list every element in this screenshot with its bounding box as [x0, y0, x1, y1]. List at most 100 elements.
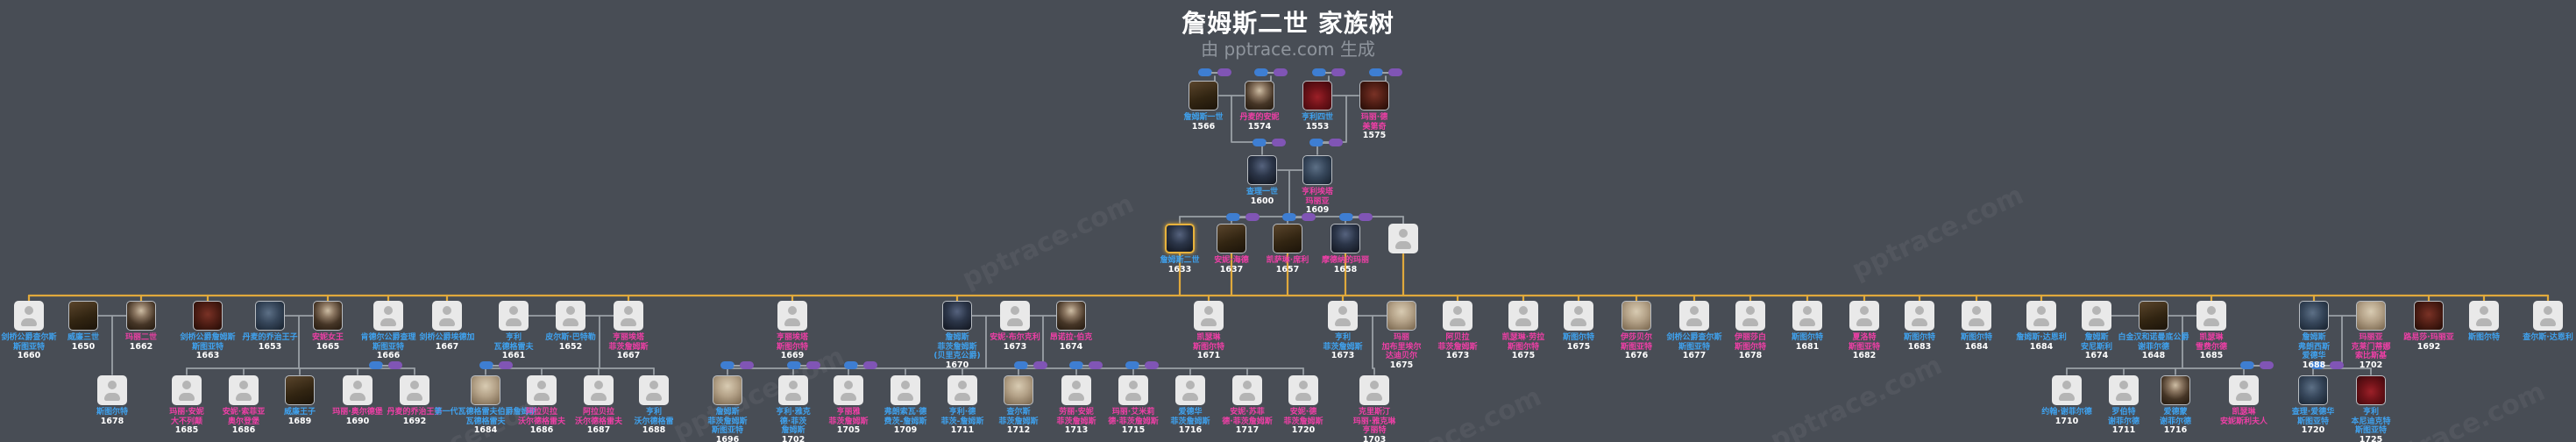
person-portrait-node[interactable]: [1331, 224, 1360, 253]
person-portrait-node[interactable]: [2298, 375, 2328, 405]
person-placeholder-node[interactable]: [2026, 301, 2056, 331]
person-portrait-node[interactable]: [1302, 155, 1332, 185]
person-placeholder-node[interactable]: [527, 375, 557, 405]
person-placeholder-node[interactable]: [1000, 301, 1030, 331]
person-placeholder-node[interactable]: [2052, 375, 2082, 405]
person-portrait-node[interactable]: [126, 301, 156, 331]
person-placeholder-node[interactable]: [432, 301, 462, 331]
person-portrait-node[interactable]: [713, 375, 742, 405]
person-placeholder-node[interactable]: [584, 375, 614, 405]
person-portrait-node[interactable]: [1302, 81, 1332, 110]
person-placeholder-node[interactable]: [1328, 301, 1358, 331]
person-portrait-node[interactable]: [1004, 375, 1033, 405]
person-placeholder-node[interactable]: [2196, 301, 2226, 331]
person-silhouette-icon: [1370, 381, 1379, 389]
person-placeholder-node[interactable]: [778, 375, 808, 405]
person-portrait-node[interactable]: [2356, 375, 2386, 405]
person-placeholder-node[interactable]: [834, 375, 863, 405]
person-placeholder-node[interactable]: [2533, 301, 2563, 331]
husband-chip-icon: [2240, 361, 2254, 369]
person-placeholder-node[interactable]: [1194, 301, 1224, 331]
person-placeholder-node[interactable]: [1508, 301, 1538, 331]
person-silhouette-icon: [844, 381, 853, 389]
person-placeholder-node[interactable]: [1388, 224, 1418, 253]
person-portrait-node[interactable]: [1189, 81, 1218, 110]
person-placeholder-node[interactable]: [556, 301, 585, 331]
person-silhouette-icon: [594, 381, 603, 389]
person-portrait-node[interactable]: [1273, 224, 1302, 253]
husband-chip-icon: [1198, 68, 1212, 76]
person-portrait-node[interactable]: [1622, 301, 1651, 331]
person-silhouette-icon: [1571, 318, 1586, 326]
person-placeholder-node[interactable]: [614, 301, 643, 331]
root-person-node[interactable]: [1165, 224, 1195, 253]
person-placeholder-node[interactable]: [1564, 301, 1593, 331]
person-portrait-node[interactable]: [285, 375, 315, 405]
person-placeholder-node[interactable]: [1288, 375, 1318, 405]
husband-chip-icon: [2310, 361, 2324, 369]
person-portrait-node[interactable]: [1387, 301, 1416, 331]
person-placeholder-node[interactable]: [343, 375, 373, 405]
person-placeholder-node[interactable]: [947, 375, 977, 405]
marriage-link-chips: [1069, 361, 1103, 369]
person-placeholder-node[interactable]: [1735, 301, 1765, 331]
person-placeholder-node[interactable]: [1118, 375, 1148, 405]
person-placeholder-node[interactable]: [14, 301, 44, 331]
wife-chip-icon: [1272, 139, 1286, 146]
person-placeholder-node[interactable]: [229, 375, 259, 405]
person-portrait-node[interactable]: [1056, 301, 1086, 331]
person-placeholder-node[interactable]: [373, 301, 403, 331]
person-silhouette-icon: [2037, 306, 2046, 315]
person-portrait-node[interactable]: [2356, 301, 2386, 331]
person-placeholder-node[interactable]: [1849, 301, 1879, 331]
person-placeholder-node[interactable]: [1061, 375, 1091, 405]
person-portrait-node[interactable]: [193, 301, 223, 331]
person-portrait-node[interactable]: [68, 301, 98, 331]
wife-chip-icon: [1274, 68, 1288, 76]
person-placeholder-node[interactable]: [1792, 301, 1822, 331]
person-silhouette-icon: [898, 393, 913, 401]
person-placeholder-node[interactable]: [1905, 301, 1934, 331]
person-silhouette-icon: [649, 381, 658, 389]
person-placeholder-node[interactable]: [499, 301, 529, 331]
person-portrait-node[interactable]: [2139, 301, 2168, 331]
person-portrait-node[interactable]: [255, 301, 285, 331]
person-placeholder-node[interactable]: [97, 375, 127, 405]
person-portrait-node[interactable]: [2414, 301, 2444, 331]
person-portrait-node[interactable]: [942, 301, 972, 331]
person-portrait-node[interactable]: [313, 301, 343, 331]
person-silhouette-icon: [239, 381, 248, 389]
person-portrait-node[interactable]: [1217, 224, 1246, 253]
person-placeholder-node[interactable]: [1175, 375, 1205, 405]
person-silhouette-icon: [407, 393, 422, 401]
person-silhouette-icon: [954, 393, 970, 401]
person-portrait-node[interactable]: [2161, 375, 2190, 405]
person-placeholder-node[interactable]: [891, 375, 920, 405]
person-placeholder-node[interactable]: [2082, 301, 2111, 331]
person-placeholder-node[interactable]: [1232, 375, 1262, 405]
person-silhouette-icon: [2476, 318, 2492, 326]
person-placeholder-node[interactable]: [1359, 375, 1389, 405]
person-silhouette-icon: [1366, 393, 1382, 401]
person-placeholder-node[interactable]: [1443, 301, 1473, 331]
person-silhouette-icon: [1204, 306, 1213, 315]
person-placeholder-node[interactable]: [2229, 375, 2259, 405]
person-placeholder-node[interactable]: [2109, 375, 2139, 405]
wife-chip-icon: [1329, 139, 1343, 146]
person-silhouette-icon: [2540, 318, 2556, 326]
person-placeholder-node[interactable]: [1962, 301, 1991, 331]
person-portrait-node[interactable]: [1247, 155, 1277, 185]
person-placeholder-node[interactable]: [2469, 301, 2499, 331]
person-portrait-node[interactable]: [1245, 81, 1274, 110]
person-portrait-node[interactable]: [2299, 301, 2329, 331]
person-placeholder-node[interactable]: [1679, 301, 1709, 331]
wife-chip-icon: [740, 361, 754, 369]
person-portrait-node[interactable]: [1359, 81, 1389, 110]
wife-chip-icon: [499, 361, 513, 369]
wife-chip-icon: [806, 361, 820, 369]
person-portrait-node[interactable]: [471, 375, 500, 405]
person-placeholder-node[interactable]: [777, 301, 807, 331]
person-placeholder-node[interactable]: [172, 375, 202, 405]
person-placeholder-node[interactable]: [400, 375, 429, 405]
person-placeholder-node[interactable]: [639, 375, 669, 405]
